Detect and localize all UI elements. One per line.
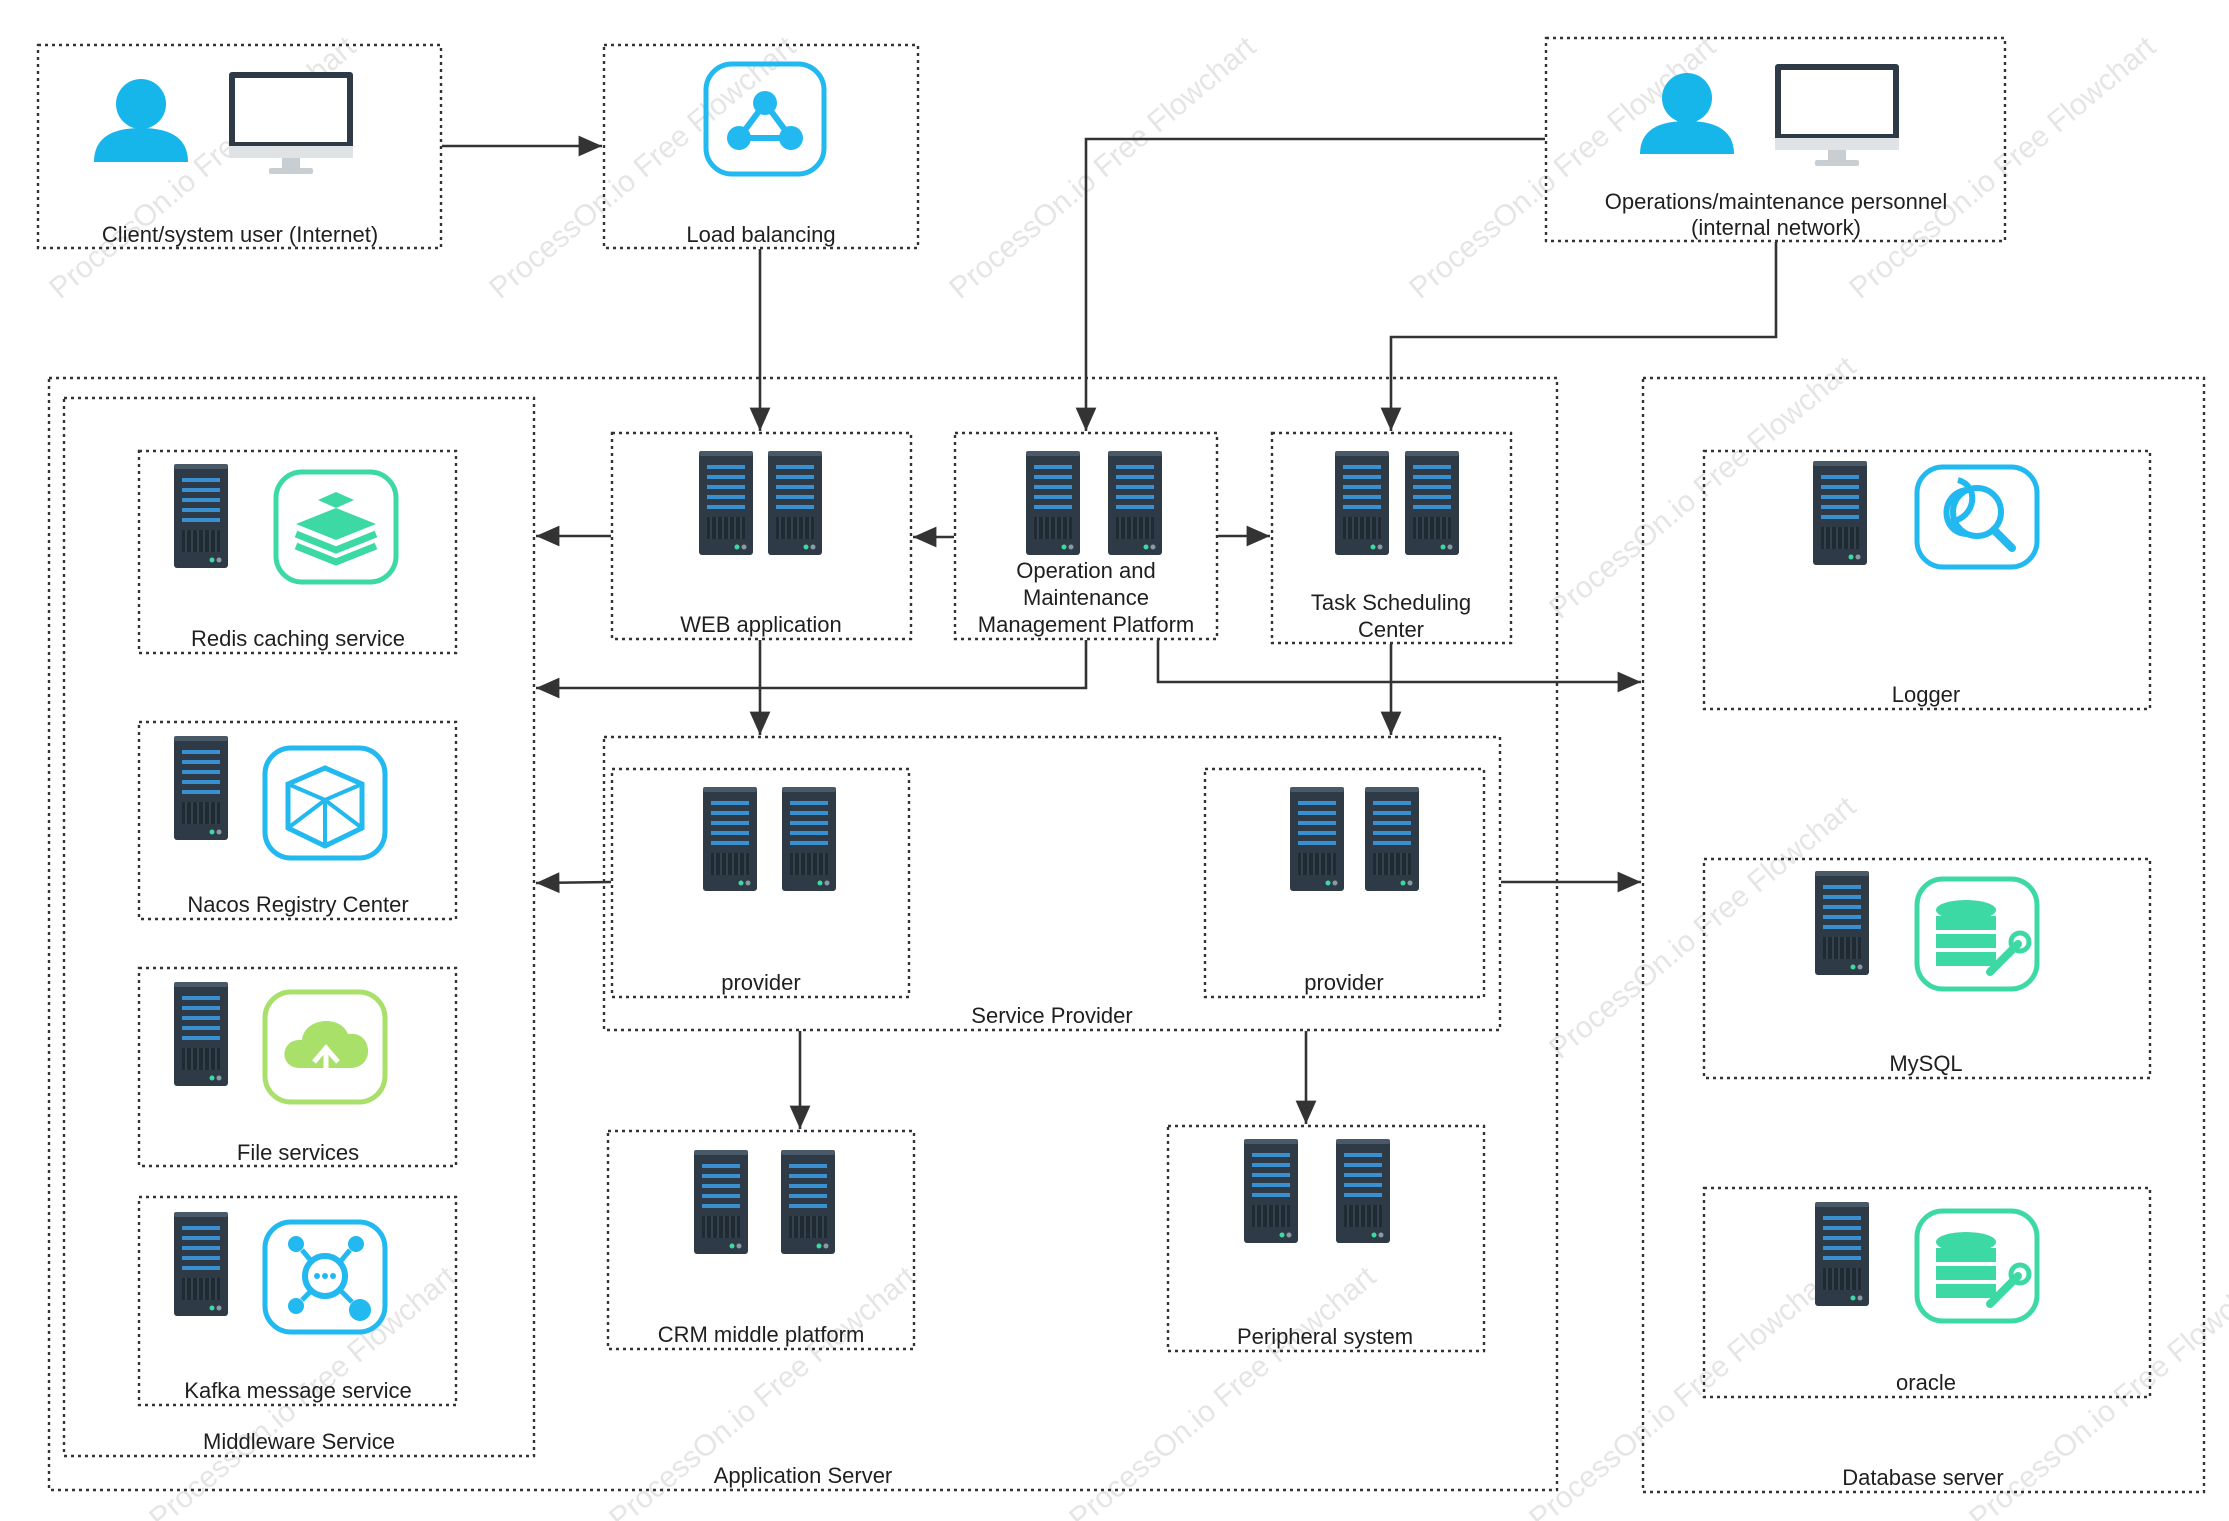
crm-label: CRM middle platform <box>658 1322 865 1347</box>
server-icon <box>1289 786 1345 892</box>
server-icon <box>1335 1138 1391 1244</box>
server-icon <box>693 1149 749 1255</box>
ops-personnel-node: Operations/maintenance personnel (intern… <box>1544 36 2007 243</box>
logger-label: Logger <box>1892 682 1961 707</box>
kafka-icon <box>262 1219 388 1335</box>
watermark: ProcessOn.io Free Flowchart <box>943 30 1262 305</box>
ops-personnel-label-line2: (internal network) <box>1691 215 1861 240</box>
middleware-service-label: Middleware Service <box>203 1429 395 1454</box>
ops-personnel-label-line1: Operations/maintenance personnel <box>1605 189 1947 214</box>
task-scheduling-label-line1: Task Scheduling <box>1311 590 1471 615</box>
person-icon <box>1640 73 1734 154</box>
server-icon <box>173 735 229 841</box>
connector-ops-platform-to-middleware <box>536 640 1088 699</box>
provider-right-node: provider <box>1203 767 1486 999</box>
web-application-label: WEB application <box>680 612 841 637</box>
server-icon <box>781 786 837 892</box>
oracle-node: oracle <box>1702 1186 2152 1399</box>
oracle-label: oracle <box>1896 1370 1956 1395</box>
task-scheduling-node: Task Scheduling Center <box>1270 431 1513 645</box>
server-icon <box>767 450 823 556</box>
monitor-icon <box>1775 64 1899 166</box>
connector-provider-to-middleware <box>535 872 612 894</box>
ops-platform-label-line1: Operation and <box>1016 558 1155 583</box>
server-icon <box>1107 450 1163 556</box>
server-icon <box>1334 450 1390 556</box>
load-balancing-label: Load balancing <box>686 222 835 247</box>
load-balancing-node: Load balancing <box>602 43 920 250</box>
application-server-label: Application Server <box>714 1463 893 1488</box>
database-icon <box>1914 1208 2040 1324</box>
person-icon <box>94 79 188 162</box>
application-server-group <box>47 376 1559 1492</box>
service-provider-group <box>602 735 1502 1032</box>
nacos-label: Nacos Registry Center <box>187 892 408 917</box>
database-server-label: Database server <box>1842 1465 2003 1490</box>
watermark-layer: ProcessOn.io Free Flowchart ProcessOn.io… <box>43 30 2229 1521</box>
server-icon <box>1243 1138 1299 1244</box>
peripheral-label: Peripheral system <box>1237 1324 1413 1349</box>
server-icon <box>173 981 229 1087</box>
logger-node: Logger <box>1702 449 2152 711</box>
watermark: ProcessOn.io Free Flowchart <box>1523 1260 1842 1521</box>
middleware-service-group <box>62 396 536 1458</box>
redis-label: Redis caching service <box>191 626 405 651</box>
watermark: ProcessOn.io Free Flowchart <box>43 30 362 305</box>
nacos-icon <box>262 745 388 861</box>
file-services-label: File services <box>237 1140 359 1165</box>
crm-node: CRM middle platform <box>606 1129 916 1351</box>
database-icon <box>1914 876 2040 992</box>
database-server-group <box>1641 376 2206 1494</box>
file-services-node: File services <box>137 966 458 1168</box>
watermark: ProcessOn.io Free Flowchart <box>1403 30 1722 305</box>
server-icon <box>702 786 758 892</box>
ops-platform-label-line2: Maintenance <box>1023 585 1149 610</box>
service-provider-label: Service Provider <box>971 1003 1132 1028</box>
kafka-label: Kafka message service <box>184 1378 411 1403</box>
mysql-node: MySQL <box>1702 857 2152 1080</box>
connector-ops-platform-to-database <box>1156 640 1641 693</box>
server-icon <box>1812 460 1868 566</box>
file-upload-icon <box>262 989 388 1105</box>
ops-platform-node: Operation and Maintenance Management Pla… <box>953 431 1219 641</box>
client-node: Client/system user (Internet) <box>36 43 443 250</box>
server-icon <box>173 463 229 569</box>
watermark: ProcessOn.io Free Flowchart <box>483 30 802 305</box>
client-label: Client/system user (Internet) <box>102 222 378 247</box>
peripheral-node: Peripheral system <box>1166 1124 1486 1353</box>
server-icon <box>1404 450 1460 556</box>
server-icon <box>1364 786 1420 892</box>
mysql-label: MySQL <box>1889 1051 1962 1076</box>
server-icon <box>698 450 754 556</box>
logger-icon <box>1914 464 2040 570</box>
kafka-node: Kafka message service <box>137 1195 458 1407</box>
redis-node: Redis caching service <box>137 449 458 655</box>
server-icon <box>1814 1201 1870 1307</box>
server-icon <box>1814 870 1870 976</box>
connectors <box>442 135 1778 1129</box>
server-icon <box>780 1149 836 1255</box>
monitor-icon <box>229 72 353 174</box>
provider-left-node: provider <box>610 767 911 999</box>
server-icon <box>173 1211 229 1317</box>
ops-platform-label-line3: Management Platform <box>978 612 1194 637</box>
nacos-node: Nacos Registry Center <box>137 720 458 921</box>
load-balancer-icon <box>703 61 827 177</box>
provider-left-label: provider <box>721 970 800 995</box>
provider-right-label: provider <box>1304 970 1383 995</box>
connector-ops-personnel-to-ops-platform <box>1075 137 1545 431</box>
web-application-node: WEB application <box>610 431 913 641</box>
task-scheduling-label-line2: Center <box>1358 617 1424 642</box>
server-icon <box>1025 450 1081 556</box>
connector-ops-personnel-to-task-scheduling <box>1380 242 1778 431</box>
redis-icon <box>273 469 399 585</box>
watermark: ProcessOn.io Free Flowchart <box>1063 1260 1382 1521</box>
